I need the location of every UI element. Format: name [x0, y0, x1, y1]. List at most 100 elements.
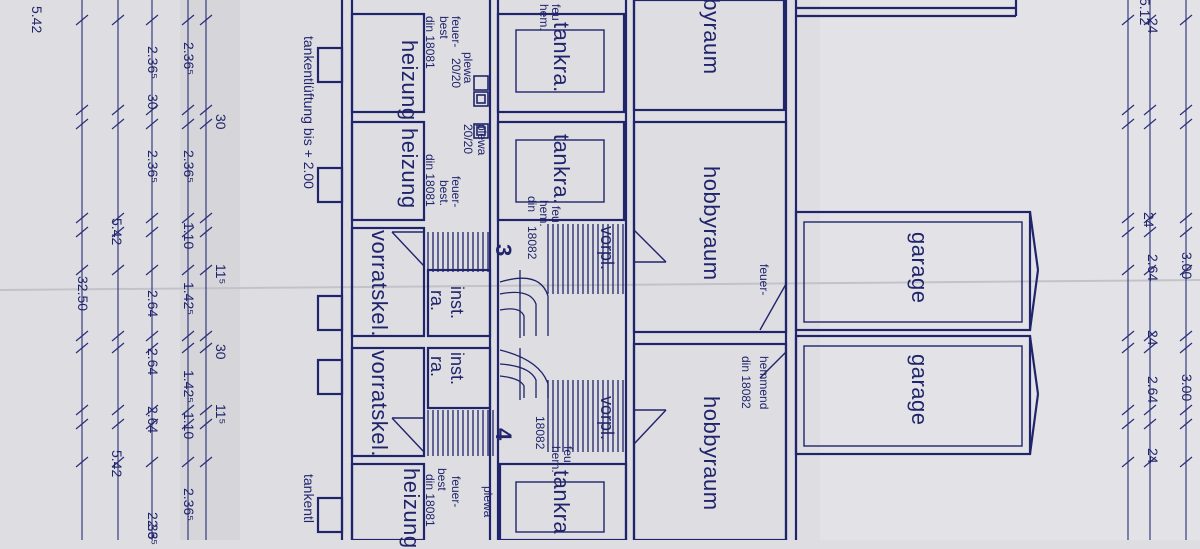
dimension-tick	[1143, 212, 1157, 224]
dim-542a: 5.42	[29, 6, 45, 34]
room-label-heizung-3: heizung	[399, 468, 424, 549]
dimension-tick	[181, 404, 195, 416]
note-best-3: best	[435, 468, 449, 491]
paper-light-area	[820, 0, 1200, 540]
dimension-tick	[145, 264, 159, 276]
room-label-heizung-1: heizung	[397, 40, 422, 121]
dimension-tick	[199, 418, 213, 430]
note-feuer-3: feuer-	[449, 476, 463, 508]
dimension-tick	[1143, 264, 1157, 276]
dimension-tick	[75, 342, 89, 354]
dim-30a: 30	[213, 114, 229, 130]
dimension-tick	[75, 456, 89, 468]
dim-264a: 2.64	[145, 290, 161, 318]
dimension-tick	[1179, 14, 1193, 26]
room-label-garage-2: garage	[907, 354, 932, 426]
dimension-tick	[1143, 342, 1157, 354]
winding-stairs	[499, 270, 549, 400]
window-niches	[316, 46, 344, 534]
note-feu-hem-3: feu	[561, 446, 575, 463]
note-feu-hem-1b: hem.	[537, 4, 551, 31]
dimension-tick	[181, 456, 195, 468]
dim-2365b: 2.36⁵	[145, 46, 161, 80]
dimension-tick	[1179, 456, 1193, 468]
dimension-tick	[1143, 14, 1157, 26]
dim-2365a: 2.36⁵	[181, 42, 197, 76]
dim-115a: 11⁵	[213, 264, 229, 285]
dimension-tick	[199, 456, 213, 468]
dim-30b: 30	[213, 344, 229, 360]
room-label-inst-2b: ra.	[427, 356, 447, 378]
dimension-tick	[199, 342, 213, 354]
room-label-inst-1: inst.	[447, 286, 467, 320]
dim-264e: 2.64	[145, 348, 161, 376]
dimension-tick	[1179, 104, 1193, 116]
note-feuer-2: 20/20	[461, 124, 475, 155]
dimension-tick	[75, 404, 89, 416]
dimension-tick	[199, 226, 213, 238]
dimension-tick	[1143, 226, 1157, 238]
dimension-tick	[199, 264, 213, 276]
dim-3250: 32.50	[75, 276, 91, 312]
note-feuer-garage: feuer-	[757, 264, 771, 296]
note-hemmend: hemmend	[757, 356, 771, 410]
dimension-tick	[145, 212, 159, 224]
dim-1425b: 1.42⁵	[181, 370, 197, 404]
dim-110b: 1.10	[181, 412, 197, 440]
dimension-tick	[1121, 104, 1135, 116]
dim-300a: 3.00	[1179, 252, 1195, 280]
door-swings	[391, 229, 787, 453]
dimension-tick	[199, 212, 213, 224]
dimension-tick	[75, 330, 89, 342]
dimension-tick	[1179, 330, 1193, 342]
paper-crease-shadow	[180, 0, 240, 540]
room-label-hobbyraum-top: hobbyraum	[699, 0, 724, 75]
dim-24d: 24	[1145, 448, 1161, 464]
dimension-tick	[1179, 118, 1193, 130]
paper-fold-line	[0, 279, 1200, 291]
dimension-tick	[111, 104, 125, 116]
dimension-tick	[1179, 264, 1193, 276]
dim-264b: 2.64	[145, 406, 161, 434]
dimension-tick	[1143, 418, 1157, 430]
dim-2365d: 2.36⁵	[145, 150, 161, 184]
dimension-tick	[75, 264, 89, 276]
dimension-tick	[75, 104, 89, 116]
dimension-tick	[1179, 342, 1193, 354]
dim-115b: 11⁵	[213, 404, 229, 425]
dim-264d: 2.64	[1145, 376, 1161, 404]
dimension-tick	[199, 14, 213, 26]
dimension-tick	[1121, 456, 1135, 468]
dimension-tick	[1143, 456, 1157, 468]
top-building-wall	[796, 0, 1018, 18]
dimension-tick	[75, 212, 89, 224]
note-din-2: din 18081	[423, 154, 437, 207]
room-label-garage-1: garage	[907, 232, 932, 304]
room-label-tankra-1: tankra.	[549, 22, 574, 93]
dim-300b: 3.00	[1179, 374, 1195, 402]
dimension-tick	[1121, 226, 1135, 238]
dimension-tick	[111, 14, 125, 26]
dimension-tick	[1179, 404, 1193, 416]
dimension-tick	[145, 342, 159, 354]
room-label-inst-2: inst.	[447, 352, 467, 386]
chimney-symbols	[473, 75, 489, 139]
dimension-tick	[145, 118, 159, 130]
note-feu-hem-1: feu	[549, 4, 563, 21]
dimension-tick	[111, 264, 125, 276]
dimension-tick	[145, 226, 159, 238]
dim-1425a: 1.42⁵	[181, 282, 197, 316]
dimension-tick	[75, 14, 89, 26]
note-feuer-1: feuer-	[449, 16, 463, 48]
note-best-1: best	[437, 16, 451, 39]
dimension-tick	[75, 226, 89, 238]
dimension-tick	[1121, 404, 1135, 416]
dimension-tick	[1143, 104, 1157, 116]
room-label-tankra-2: tankra.	[549, 134, 574, 205]
dim-264c: 2.64	[1145, 254, 1161, 282]
dimension-tick	[1143, 118, 1157, 130]
stair-number-3: 3	[491, 244, 516, 257]
room-label-hobbyraum-right: hobbyraum	[699, 396, 724, 511]
note-feu-hem-2: feu	[549, 206, 563, 223]
